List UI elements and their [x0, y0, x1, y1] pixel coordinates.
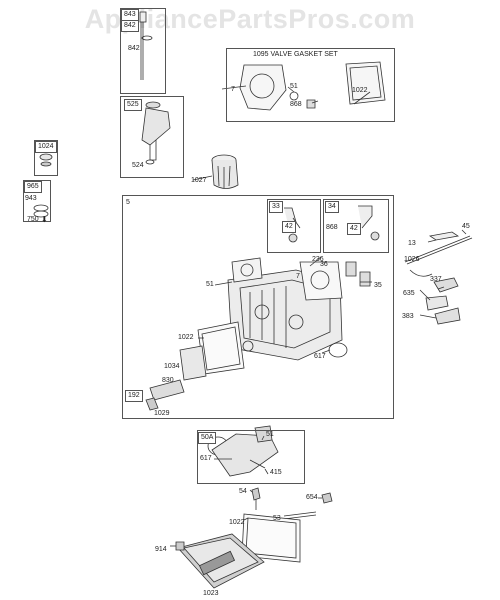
- valve-gasket-set-box: [226, 48, 395, 122]
- valve-gasket-set-art: [239, 61, 386, 111]
- oil-fill-box: [120, 96, 184, 178]
- label-1022-gasket-set[interactable]: 1022: [352, 87, 368, 94]
- tag-42b[interactable]: 42: [347, 223, 361, 235]
- label-337[interactable]: 337: [430, 276, 442, 283]
- label-45[interactable]: 45: [462, 223, 470, 230]
- part-1024-box: [34, 140, 58, 176]
- label-383[interactable]: 383: [402, 313, 414, 320]
- rocker-cover-part: [177, 533, 265, 589]
- tag-525[interactable]: 525: [124, 99, 142, 111]
- label-654[interactable]: 654: [306, 494, 318, 501]
- label-54[interactable]: 54: [239, 488, 247, 495]
- valve-gasket-set-title: 1095 VALVE GASKET SET: [253, 51, 338, 58]
- part-965-box: [23, 180, 51, 222]
- tag-33[interactable]: 33: [269, 201, 283, 213]
- oil-filter-part: [211, 154, 239, 189]
- tag-965[interactable]: 965: [24, 181, 42, 193]
- dipstick-tube-part: [139, 11, 153, 80]
- label-1027[interactable]: 1027: [191, 177, 207, 184]
- tag-50a[interactable]: 50A: [198, 432, 217, 444]
- label-1022-head[interactable]: 1022: [178, 334, 194, 341]
- label-617-head[interactable]: 617: [314, 353, 326, 360]
- dipstick-box: [120, 8, 166, 94]
- label-830[interactable]: 830: [162, 377, 174, 384]
- tag-34[interactable]: 34: [325, 201, 339, 213]
- label-236[interactable]: 236: [312, 256, 324, 263]
- label-51-head[interactable]: 51: [206, 281, 214, 288]
- label-617-intake[interactable]: 617: [200, 455, 212, 462]
- cylinder-head-box: [122, 195, 394, 419]
- tag-1024[interactable]: 1024: [35, 141, 57, 153]
- label-1023[interactable]: 1023: [203, 590, 219, 597]
- label-914[interactable]: 914: [155, 546, 167, 553]
- tag-842-top[interactable]: 842: [121, 20, 139, 32]
- label-943[interactable]: 943: [25, 195, 37, 202]
- label-1029[interactable]: 1029: [154, 410, 170, 417]
- label-53[interactable]: 53: [273, 515, 281, 522]
- label-1034[interactable]: 1034: [164, 363, 180, 370]
- valve-box-34: [323, 199, 389, 253]
- label-1026[interactable]: 1026: [404, 256, 420, 263]
- label-13[interactable]: 13: [408, 240, 416, 247]
- label-51-intake[interactable]: 51: [266, 431, 274, 438]
- tag-192[interactable]: 192: [125, 390, 143, 402]
- label-750[interactable]: 750: [27, 216, 39, 223]
- label-415[interactable]: 415: [270, 469, 282, 476]
- intake-elbow-part: [207, 425, 279, 477]
- tag-42a[interactable]: 42: [282, 221, 296, 233]
- cylinder-head-box-label: 5: [126, 199, 130, 206]
- label-524[interactable]: 524: [132, 162, 144, 169]
- label-868-valve[interactable]: 868: [326, 224, 338, 231]
- label-35[interactable]: 35: [374, 282, 382, 289]
- intake-box-50a: [197, 430, 305, 484]
- valve-box-33: [267, 199, 321, 253]
- label-842[interactable]: 842: [128, 45, 140, 52]
- label-635[interactable]: 635: [403, 290, 415, 297]
- label-51-gasket-set[interactable]: 51: [290, 83, 298, 90]
- label-7-gasket-set[interactable]: 7: [231, 86, 235, 93]
- oil-fill-adapter-part: [141, 101, 171, 165]
- arrow-down-icon: ⬇: [41, 215, 48, 224]
- label-868-gasket-set[interactable]: 868: [290, 101, 302, 108]
- label-7-head[interactable]: 7: [296, 273, 300, 280]
- label-1022-cover[interactable]: 1022: [229, 519, 245, 526]
- label-36[interactable]: 36: [320, 261, 328, 268]
